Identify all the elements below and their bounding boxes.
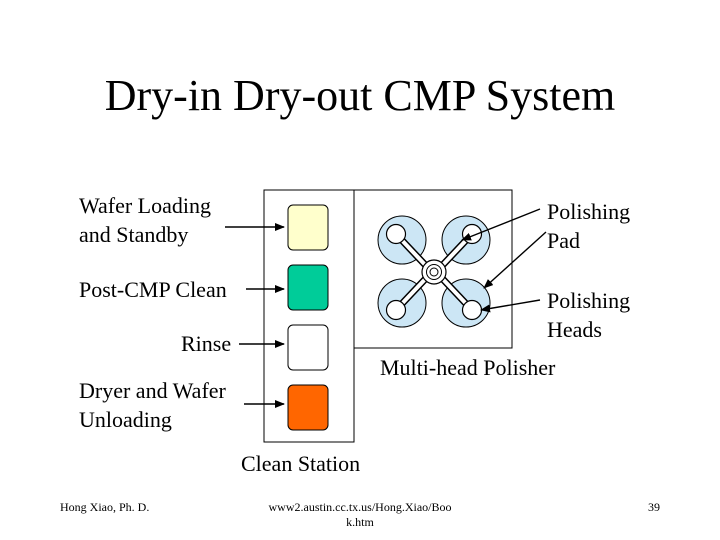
dryer-station bbox=[287, 384, 329, 431]
footer-url-line2: k.htm bbox=[346, 515, 374, 529]
footer-author: Hong Xiao, Ph. D. bbox=[60, 500, 150, 514]
arrow-polishing-heads bbox=[480, 299, 541, 313]
label-polishing-pad-line2: Pad bbox=[547, 228, 580, 253]
arrow-polishing-pad-1 bbox=[461, 208, 541, 241]
polishing-head-bottom-left bbox=[385, 299, 407, 321]
label-post-cmp-clean: Post-CMP Clean bbox=[79, 277, 227, 302]
footer-page-number: 39 bbox=[648, 500, 660, 514]
polishing-head-top-left bbox=[385, 223, 407, 245]
label-multi-head-polisher: Multi-head Polisher bbox=[380, 355, 556, 380]
polishing-head-bottom-right bbox=[461, 299, 483, 321]
carousel-hub bbox=[421, 259, 447, 285]
page-title: Dry-in Dry-out CMP System bbox=[104, 71, 616, 120]
post-cmp-clean-station bbox=[287, 264, 329, 311]
label-dryer-line1: Dryer and Wafer bbox=[79, 378, 226, 403]
footer-url-line1: www2.austin.cc.tx.us/Hong.Xiao/Boo bbox=[268, 500, 452, 514]
label-polishing-heads-line2: Heads bbox=[547, 317, 602, 342]
rinse-station bbox=[287, 324, 329, 371]
label-rinse: Rinse bbox=[181, 331, 232, 356]
wafer-loading-station bbox=[287, 204, 329, 251]
label-dryer-line2: Unloading bbox=[79, 407, 172, 432]
label-polishing-heads-line1: Polishing bbox=[547, 288, 631, 313]
label-clean-station: Clean Station bbox=[241, 451, 361, 476]
label-polishing-pad-line1: Polishing bbox=[547, 199, 631, 224]
label-wafer-loading-line2: and Standby bbox=[79, 222, 189, 247]
label-wafer-loading-line1: Wafer Loading bbox=[79, 193, 211, 218]
arrow-polishing-pad-2 bbox=[483, 231, 547, 289]
